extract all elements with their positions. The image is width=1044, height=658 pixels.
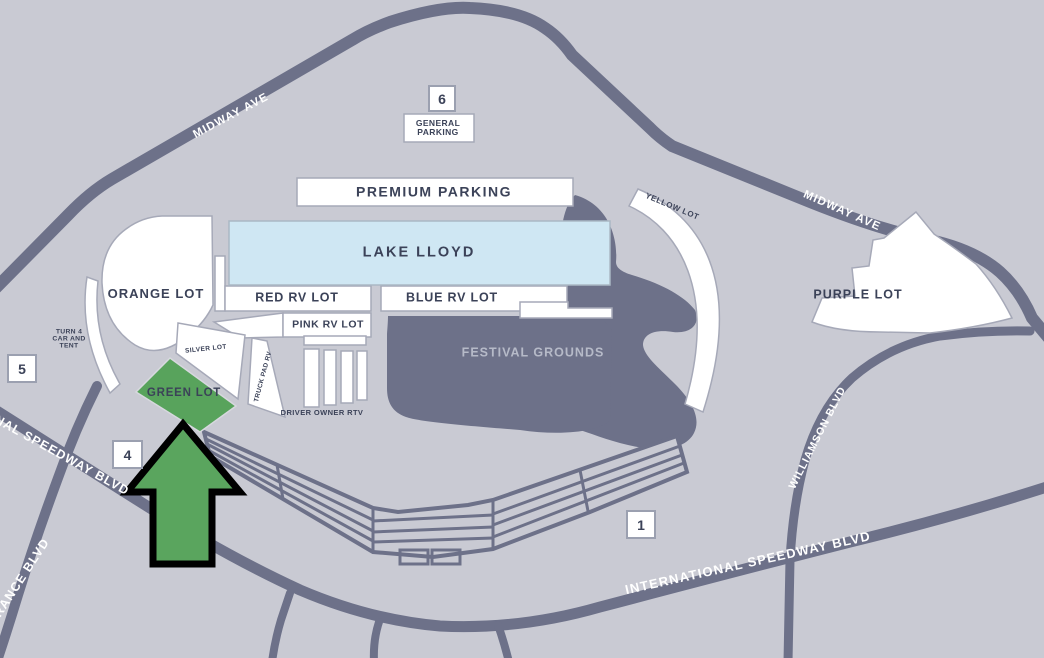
general-parking-line2: PARKING — [417, 127, 459, 137]
lake-lloyd-label: LAKE LLOYD — [362, 244, 476, 261]
grandstand-row-line — [372, 536, 494, 544]
grandstand-row-line — [207, 448, 374, 543]
gate-badge-4: 4 — [112, 440, 143, 469]
purple-lot-shape — [811, 210, 1014, 334]
general-parking-line1: GENERAL — [415, 118, 461, 129]
orange-lot-label: ORANGE LOT — [107, 286, 205, 302]
lake-steps-shape — [519, 301, 613, 319]
premium-parking-shape — [296, 177, 574, 207]
grandstand-rows — [205, 437, 685, 566]
turn4-line1: TURN 4 — [55, 328, 83, 336]
road-midway-ave — [0, 1, 1044, 342]
road-france-blvd — [0, 381, 102, 658]
driver-owner-bar — [323, 349, 337, 406]
driver-owner-rtv-label: DRIVER OWNER RTV — [280, 408, 364, 418]
driver-owner-bar — [356, 350, 368, 401]
festival-grounds-label: FESTIVAL GROUNDS — [461, 345, 605, 360]
blue-rv-lot-label: BLUE RV LOT — [406, 290, 498, 305]
turn4-line3: TENT — [59, 342, 79, 350]
premium-parking-label: PREMIUM PARKING — [355, 183, 513, 200]
lake-lloyd-shape — [228, 220, 611, 286]
festival-grounds-main — [387, 316, 612, 433]
grandstands — [201, 428, 690, 566]
red-rv-lot-shape — [224, 285, 372, 312]
grandstand-divider — [578, 469, 590, 512]
grandstand-row-line — [372, 513, 494, 523]
grandstand-row-line — [492, 453, 683, 527]
green-lot-shape — [134, 357, 238, 433]
grandstand-row-line — [492, 461, 685, 539]
gate-badge-6: 6 — [428, 85, 456, 112]
grandstand-booth — [398, 548, 430, 566]
gate-badge-5: 5 — [7, 354, 37, 383]
yellow-lot-shape — [627, 188, 721, 414]
driver-owner-bar — [303, 348, 320, 408]
green-lot-highlight-arrow — [119, 418, 248, 568]
turn4-car-tent-label: TURN 4 CAR AND TENT — [52, 328, 85, 349]
silver-lot-shape — [175, 322, 246, 401]
grandstand-booth — [430, 548, 462, 566]
turn4-line2: CAR AND — [52, 335, 86, 343]
purple-lot-label: PURPLE LOT — [813, 287, 903, 302]
grandstand-row-line — [372, 525, 494, 534]
grandstand-row-line — [206, 442, 374, 533]
road-williamson-blvd — [783, 326, 1035, 658]
road-international-speedway-blvd — [0, 406, 1044, 633]
road-branch-left — [268, 589, 294, 658]
truck-pad-rv-shape — [247, 337, 287, 419]
driver-owner-bar — [303, 335, 367, 346]
pink-rv-lot-label: PINK RV LOT — [292, 318, 364, 331]
pink-rv-lot-shape — [282, 312, 372, 338]
red-rv-lot-label: RED RV LOT — [255, 290, 339, 305]
general-parking-label: GENERAL PARKING — [416, 119, 460, 137]
lot-sliver — [214, 255, 226, 312]
gate-badge-1: 1 — [626, 510, 656, 539]
road-branch-middle — [369, 618, 383, 658]
driver-owner-bar — [340, 350, 354, 404]
grandstand-row-line — [492, 444, 681, 516]
green-lot-label: GREEN LOT — [146, 386, 222, 399]
road-branch-right — [494, 621, 513, 658]
grandstand-row-line — [205, 437, 374, 522]
grandstand-divider — [275, 464, 285, 500]
lots-layer — [84, 113, 1014, 419]
general-parking-shape — [403, 113, 475, 143]
turn4-car-tent-shape — [84, 275, 121, 395]
